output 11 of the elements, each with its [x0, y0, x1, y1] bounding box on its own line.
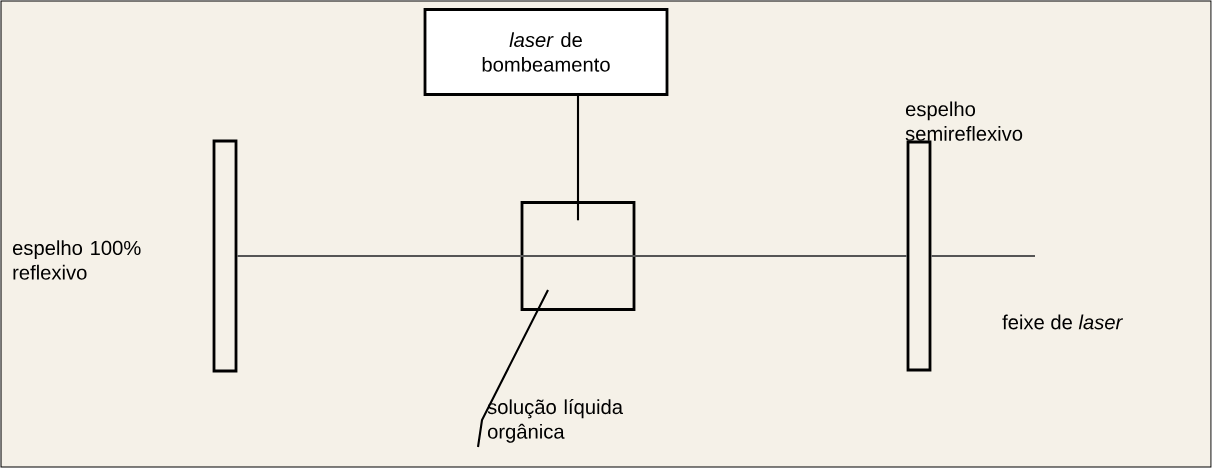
mirror-label: espelho semireflexivo: [905, 101, 1023, 141]
beam-line: [237, 254, 521, 258]
beam-line: [576, 95, 580, 221]
beam-label: feixe de laser: [1002, 314, 1123, 330]
leader-line: [476, 289, 549, 448]
solution-text: solução líquida orgânica: [487, 399, 624, 443]
cell-box: [520, 201, 636, 311]
pump-laser-box: laser de bombeamento: [423, 8, 669, 96]
mirror-label: espelho 100% reflexivo: [13, 240, 141, 280]
beam-line: [520, 254, 907, 258]
beam-line: [931, 254, 1035, 258]
